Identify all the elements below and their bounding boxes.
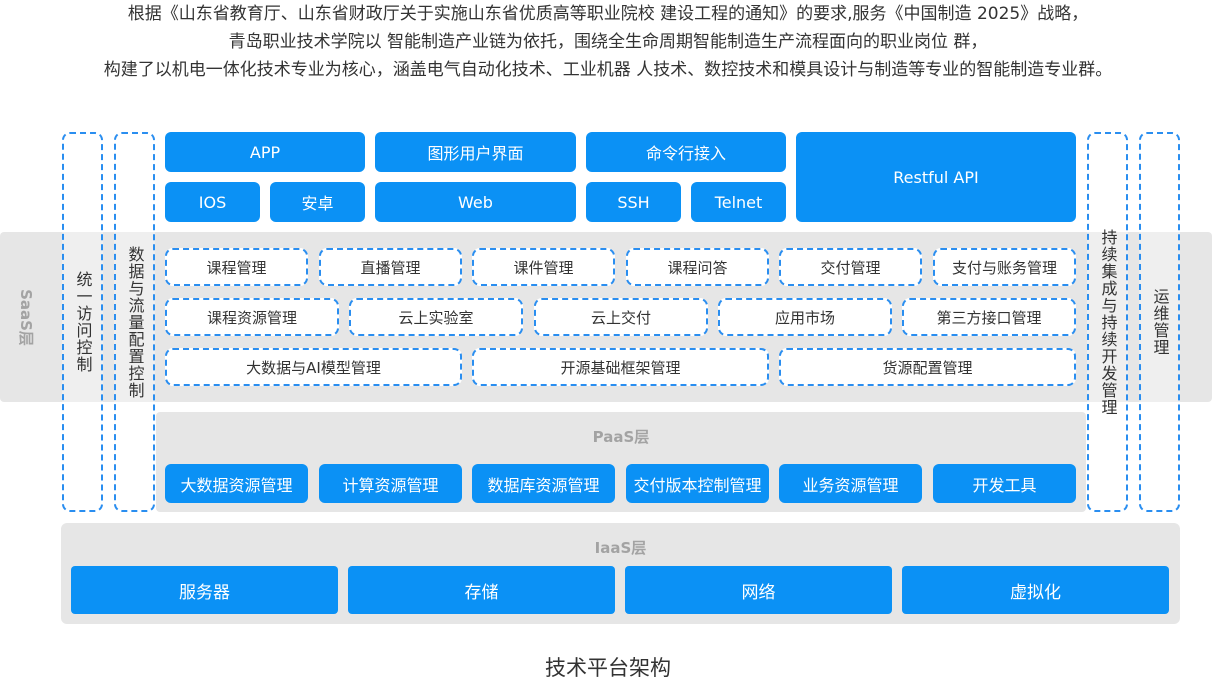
app-block: APP (165, 132, 365, 172)
paas-module: 大数据资源管理 (165, 464, 308, 503)
saas-module: 大数据与AI模型管理 (165, 348, 462, 386)
saas-module: 课程资源管理 (165, 298, 339, 336)
unified-access-control-column: 统一访问控制 (62, 132, 103, 512)
iaas-module-virtualization: 虚拟化 (902, 566, 1169, 614)
saas-module: 支付与账务管理 (933, 248, 1076, 286)
iaas-module-storage: 存储 (348, 566, 615, 614)
gui-block: 图形用户界面 (375, 132, 576, 172)
telnet-block: Telnet (691, 182, 786, 222)
iaas-layer-label: IaaS层 (594, 539, 647, 557)
intro-line-2: 青岛职业技术学院以 智能制造产业链为依托，围绕全生命周期智能制造生产流程面向的职… (228, 32, 988, 52)
paas-module: 计算资源管理 (319, 464, 462, 503)
paas-module: 业务资源管理 (779, 464, 922, 503)
saas-layer-label: SaaS层 (16, 288, 35, 346)
android-block: 安卓 (270, 182, 365, 222)
saas-module: 课程管理 (165, 248, 308, 286)
saas-module: 课件管理 (472, 248, 615, 286)
saas-module: 交付管理 (779, 248, 922, 286)
saas-module: 开源基础框架管理 (472, 348, 769, 386)
iaas-module-network: 网络 (625, 566, 892, 614)
data-traffic-config-column: 数据与流量配置控制 (114, 132, 155, 512)
paas-module: 开发工具 (933, 464, 1076, 503)
paas-band (156, 412, 1086, 512)
diagram-caption: 技术平台架构 (545, 656, 671, 680)
web-block: Web (375, 182, 576, 222)
saas-module: 第三方接口管理 (902, 298, 1076, 336)
restful-api-block: Restful API (796, 132, 1076, 222)
ci-cd-management-column: 持续集成与持续开发管理 (1087, 132, 1128, 512)
paas-layer-label: PaaS层 (592, 428, 650, 446)
iaas-module-server: 服务器 (71, 566, 338, 614)
ios-block: IOS (165, 182, 260, 222)
ssh-block: SSH (586, 182, 681, 222)
saas-module: 应用市场 (718, 298, 892, 336)
cli-block: 命令行接入 (586, 132, 786, 172)
paas-module: 数据库资源管理 (472, 464, 615, 503)
paas-module: 交付版本控制管理 (626, 464, 769, 503)
intro-text: 根据《山东省教育厅、山东省财政厅关于实施山东省优质高等职业院校 建设工程的通知》… (0, 0, 1216, 84)
saas-module: 云上实验室 (349, 298, 523, 336)
ops-management-column: 运维管理 (1139, 132, 1180, 512)
saas-module: 货源配置管理 (779, 348, 1076, 386)
intro-line-3: 构建了以机电一体化技术专业为核心，涵盖电气自动化技术、工业机器 人技术、数控技术… (103, 60, 1113, 80)
saas-module: 直播管理 (319, 248, 462, 286)
saas-module: 云上交付 (534, 298, 708, 336)
saas-module: 课程问答 (626, 248, 769, 286)
intro-line-1: 根据《山东省教育厅、山东省财政厅关于实施山东省优质高等职业院校 建设工程的通知》… (127, 4, 1089, 24)
